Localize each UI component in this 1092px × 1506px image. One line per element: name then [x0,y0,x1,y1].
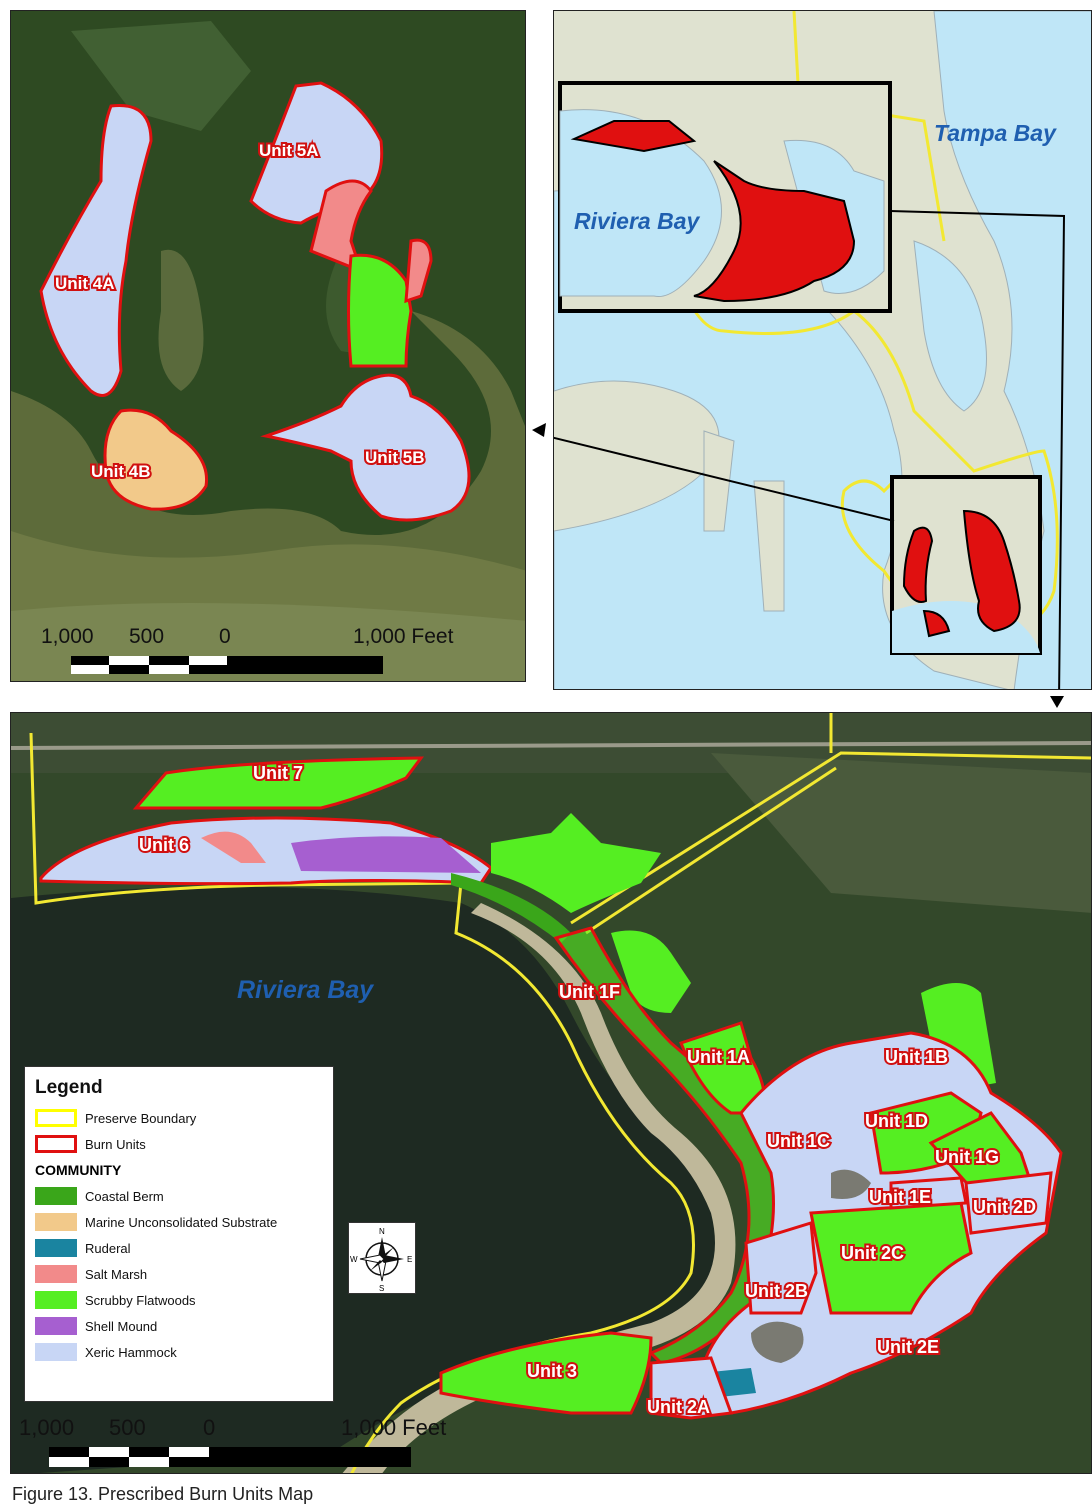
legend-item: Salt Marsh [35,1261,323,1287]
legend-community-header: COMMUNITY [35,1162,122,1178]
legend: Legend Preserve Boundary Burn Units COMM… [24,1066,334,1402]
legend-label: Ruderal [85,1240,131,1256]
legend-swatch [35,1109,77,1127]
unit-2a-polygon [649,1356,734,1420]
unit-4b-polygon [103,408,209,511]
main-unit-label: Unit 2D [973,1197,1036,1217]
main-unit-label: Unit 1A [687,1047,750,1067]
main-scale-label: 0 [203,1415,215,1440]
unit-1e-polygon [889,1176,968,1210]
inset-map-svg: Unit 5A Unit 4A Unit 4B Unit 5B 1,000 50… [11,11,525,681]
legend-swatch [35,1187,77,1205]
legend-label: Shell Mound [85,1318,158,1334]
legend-swatch [35,1291,77,1309]
unit-3-polygon [439,1331,653,1415]
overview-riviera-bay-label: Riviera Bay [574,208,701,234]
legend-item: Marine Unconsolidated Substrate [35,1209,323,1235]
legend-item: Ruderal [35,1235,323,1261]
unit-2c-polygon [809,1201,973,1315]
legend-label: Coastal Berm [85,1188,164,1204]
inset-unit-label: Unit 5B [365,448,425,467]
legend-item: Coastal Berm [35,1183,323,1209]
main-scale-bar [49,1447,411,1467]
unit-2d-polygon [964,1171,1053,1235]
inset-scale-bar [71,656,383,674]
compass-letter: E [407,1255,412,1264]
legend-item: Preserve Boundary [35,1105,323,1131]
main-unit-label: Unit 2E [877,1337,939,1357]
compass-letter: S [379,1284,384,1293]
figure-caption: Figure 13. Prescribed Burn Units Map [12,1484,314,1504]
legend-swatch [35,1239,77,1257]
main-scale-label: 1,000 Feet [341,1415,446,1440]
inset-unit-label: Unit 4A [55,274,115,293]
unit-5b-polygon [260,373,471,522]
main-scale-label: 1,000 [19,1415,74,1440]
unit-4a-polygon [39,103,153,397]
main-unit-label: Unit 1F [559,982,620,1002]
inset-scale-label: 1,000 [41,625,94,648]
main-riviera-bay-label: Riviera Bay [237,976,374,1004]
inset-scale-label: 500 [129,625,164,648]
legend-item: Burn Units [35,1131,323,1157]
legend-label: Scrubby Flatwoods [85,1292,196,1308]
main-unit-label: Unit 3 [527,1361,577,1381]
arrow-head-icon [1050,696,1064,708]
legend-title: Legend [35,1077,103,1098]
main-unit-label: Unit 7 [253,763,303,783]
compass-icon: N E S W [350,1227,412,1293]
main-unit-label: Unit 2A [647,1397,710,1417]
main-unit-label: Unit 2B [745,1281,808,1301]
compass-rose: N E S W [348,1222,416,1294]
main-scale-label: 500 [109,1415,146,1440]
legend-item: Scrubby Flatwoods [35,1287,323,1313]
main-unit-label: Unit 1D [865,1111,928,1131]
main-unit-label: Unit 1E [869,1187,931,1207]
main-unit-label: Unit 1C [767,1131,830,1151]
legend-swatch [35,1213,77,1231]
inset-unit-label: Unit 5A [259,141,319,160]
legend-label: Xeric Hammock [85,1344,177,1360]
legend-swatch [35,1317,77,1335]
legend-swatch [35,1343,77,1361]
inset-scale-label: 0 [219,625,231,648]
legend-label: Salt Marsh [85,1266,148,1282]
legend-swatch [35,1265,77,1283]
main-unit-label: Unit 1B [885,1047,948,1067]
inset-scale-label: 1,000 Feet [353,625,454,648]
overview-map: Tampa Bay Riviera Bay [553,10,1092,690]
main-unit-label: Unit 6 [139,835,189,855]
main-unit-label: Unit 2C [841,1243,904,1263]
compass-letter: N [379,1227,385,1236]
legend-item: Xeric Hammock [35,1339,323,1365]
unit-7-polygon [132,756,425,810]
legend-label: Preserve Boundary [85,1110,197,1126]
compass-letter: W [350,1255,358,1264]
legend-label: Burn Units [85,1136,146,1152]
legend-label: Marine Unconsolidated Substrate [85,1214,278,1230]
tampa-bay-label: Tampa Bay [934,120,1057,146]
inset-unit-label: Unit 4B [91,462,151,481]
unit-2b-polygon [744,1221,818,1315]
main-unit-label: Unit 1G [935,1147,999,1167]
inset-map: Unit 5A Unit 4A Unit 4B Unit 5B 1,000 50… [10,10,526,682]
legend-swatch [35,1135,77,1153]
overview-map-svg: Tampa Bay Riviera Bay [554,11,1091,689]
legend-item: Shell Mound [35,1313,323,1339]
arrow-head-icon [532,423,546,437]
unit-1g-polygon [928,1111,1034,1190]
